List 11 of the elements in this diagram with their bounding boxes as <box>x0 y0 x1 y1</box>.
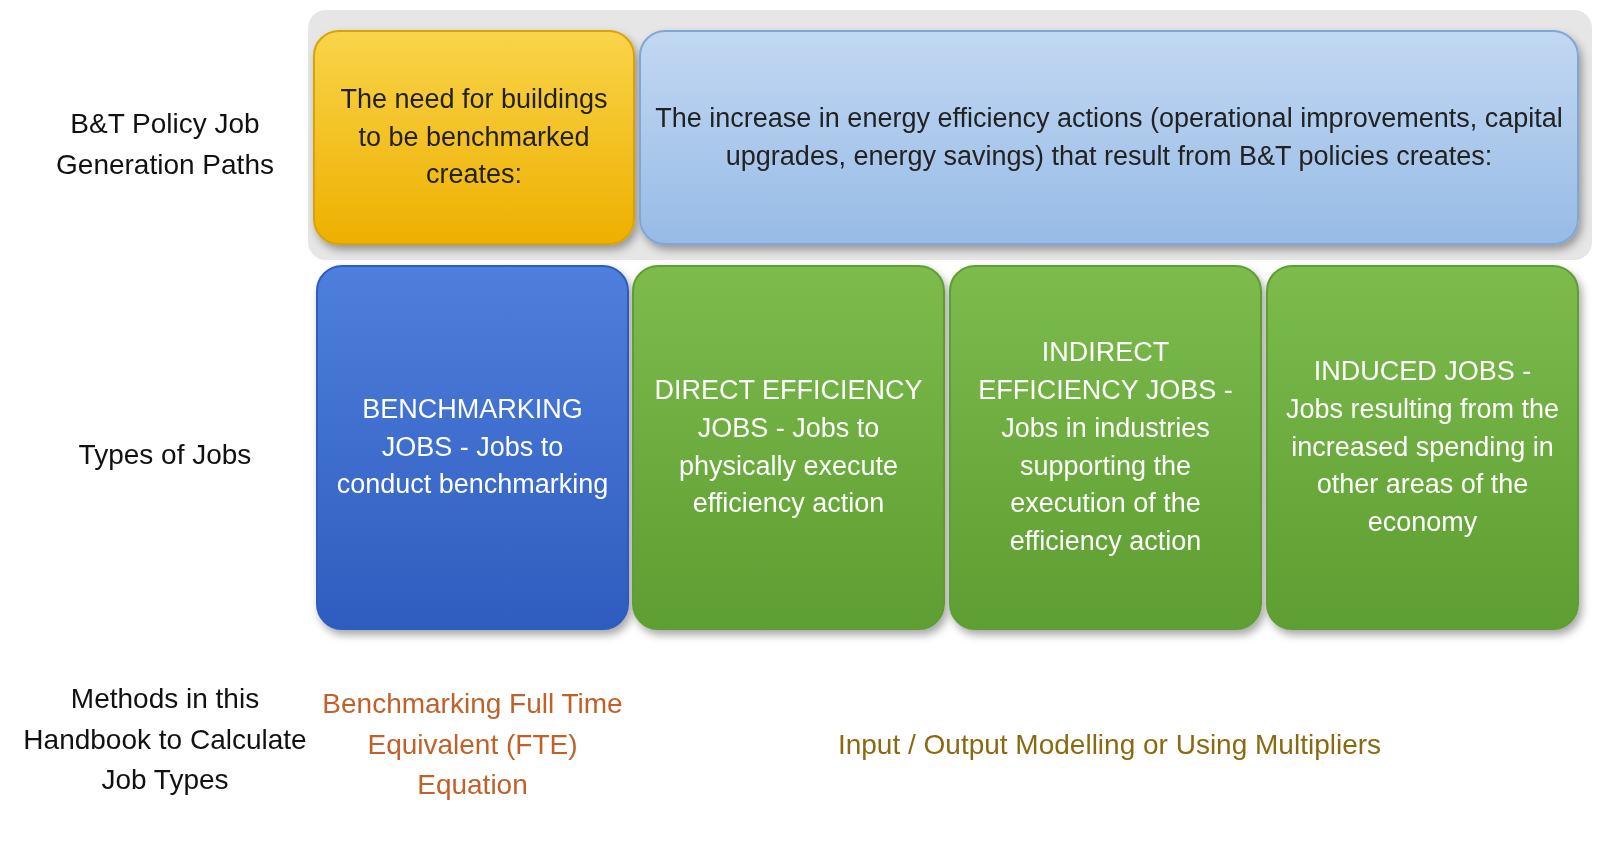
job-type-box: BENCHMARKING JOBS - Jobs to conduct benchmarking <box>316 265 629 630</box>
row-heading: Methods in this Handbook to Calculate Job Types <box>22 682 308 798</box>
path-box: The increase in energy efficiency actions (operational improvements, capital upgrades, energy savings) that result from B&T policies creates: <box>639 30 1579 245</box>
method-text: Input / Output Modelling or Using Multipliers <box>837 727 1382 762</box>
job-type-box: INDUCED JOBS - Jobs resulting from the increased spending in other areas of the economy <box>1266 265 1579 630</box>
job-type-box: INDIRECT EFFICIENCY JOBS - Jobs in industries supporting the execution of the efficiency action <box>949 265 1262 630</box>
row-heading: Types of Jobs <box>78 437 252 472</box>
path-box: The need for buildings to be benchmarked creates: <box>313 30 635 245</box>
job-type-box: DIRECT EFFICIENCY JOBS - Jobs to physically execute efficiency action <box>632 265 945 630</box>
row-heading: B&T Policy Job Generation Paths <box>55 107 275 182</box>
method-text: Benchmarking Full Time Equivalent (FTE) Equation <box>321 687 624 803</box>
